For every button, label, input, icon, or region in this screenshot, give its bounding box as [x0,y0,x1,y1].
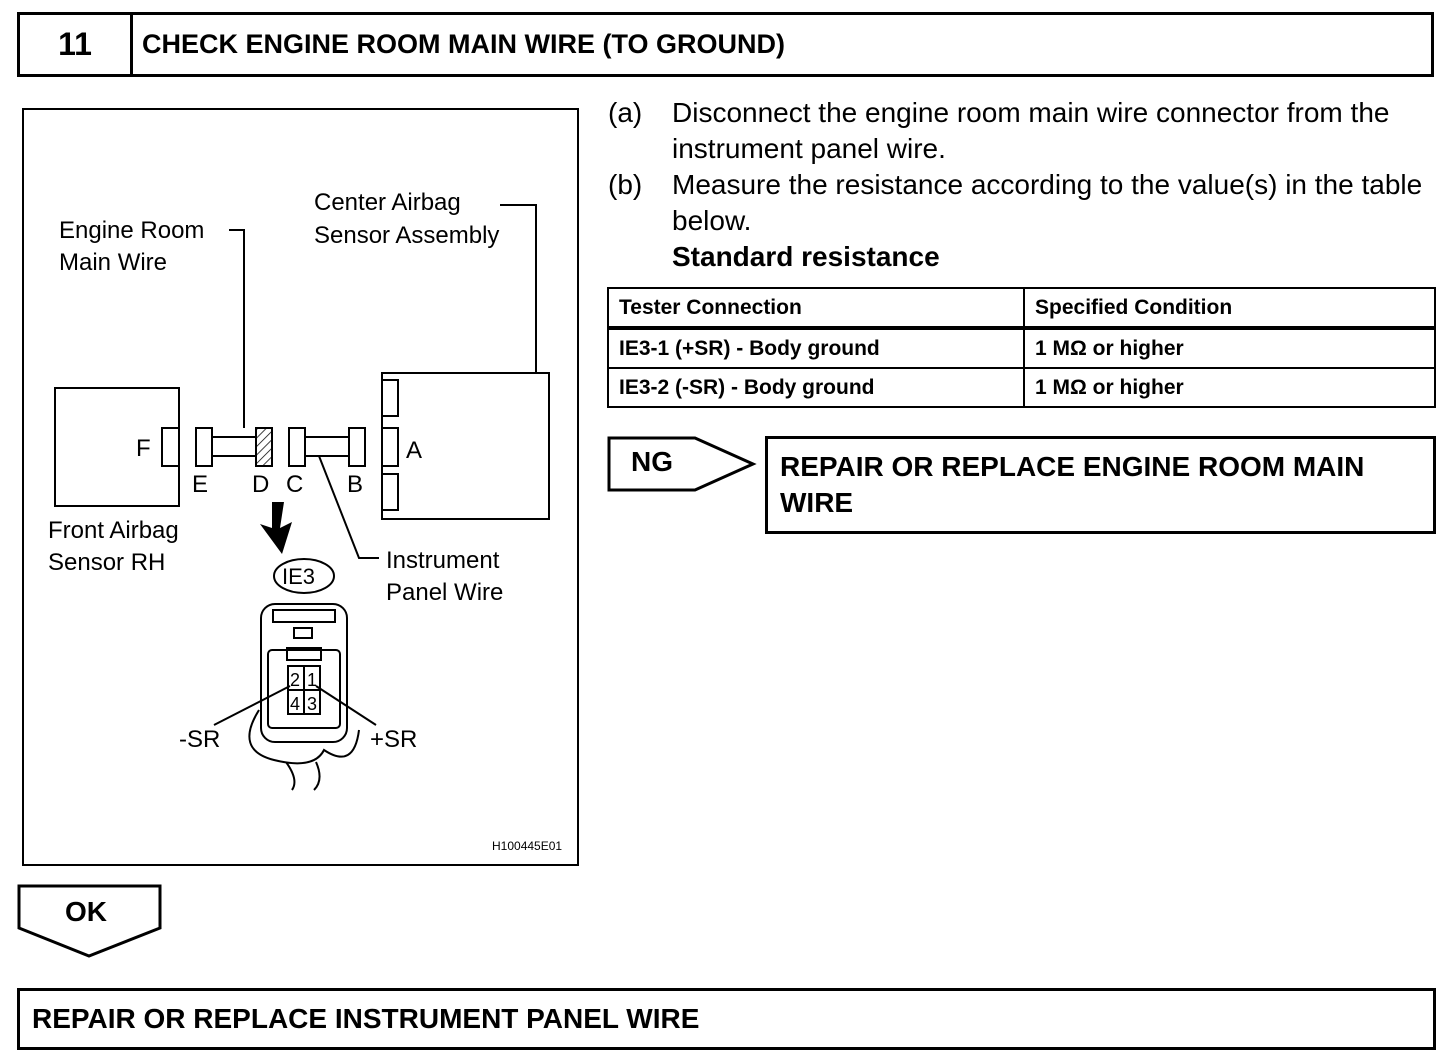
connector-a [381,427,399,467]
connector-c [288,427,306,467]
step-header: 11 CHECK ENGINE ROOM MAIN WIRE (TO GROUN… [17,12,1434,77]
label-minus-sr: -SR [179,726,220,753]
pin-1: 1 [307,670,317,690]
ok-arrow: OK [17,884,163,958]
table-header: Specified Condition [1023,287,1436,330]
label-conn-e: E [192,471,208,498]
label-instrument-panel-1: Instrument [386,547,500,574]
label-conn-a: A [406,437,422,464]
label-center-airbag-2: Sensor Assembly [314,222,499,249]
connector-d [255,427,273,467]
ng-arrow: NG [607,436,757,492]
table-row: IE3-1 (+SR) - Body ground 1 MΩ or higher [607,327,1436,369]
label-engine-room-1: Engine Room [59,217,204,244]
connector-f [161,427,180,467]
label-front-airbag-2: Sensor RH [48,549,165,576]
label-plus-sr: +SR [370,726,417,753]
instruction-b-label: (b) [608,169,643,200]
label-front-airbag-1: Front Airbag [48,517,179,544]
spec-table: Tester Connection Specified Condition IE… [607,287,1436,408]
label-conn-c: C [286,471,303,498]
label-conn-d: D [252,471,269,498]
instruction-a-label: (a) [608,97,643,128]
table-cell: IE3-1 (+SR) - Body ground [607,327,1025,369]
table-row: IE3-2 (-SR) - Body ground 1 MΩ or higher [607,367,1436,408]
step-number: 11 [20,15,133,74]
pin-4: 4 [290,694,300,714]
table-header-row: Tester Connection Specified Condition [607,287,1436,330]
instruction-b-text: Measure the resistance according to the … [672,169,1423,236]
instruction-a-text: Disconnect the engine room main wire con… [672,97,1390,164]
wiring-diagram: Engine Room Main Wire Center Airbag Sens… [22,108,579,866]
step-title: CHECK ENGINE ROOM MAIN WIRE (TO GROUND) [142,29,785,59]
connector-a-upper [381,379,399,417]
table-cell: 1 MΩ or higher [1023,327,1436,369]
ok-label: OK [65,896,107,927]
figure-code: H100445E01 [492,839,562,853]
ng-arrow-icon [607,436,757,492]
pin-2: 2 [290,670,300,690]
label-conn-f: F [136,435,151,462]
pin-3: 3 [307,694,317,714]
connector-b [348,427,366,467]
wiring-diagram-svg: Engine Room Main Wire Center Airbag Sens… [48,189,562,853]
front-airbag-sensor-box [54,387,180,507]
connector-e [195,427,213,467]
ng-label: NG [631,446,673,477]
table-cell: 1 MΩ or higher [1023,367,1436,408]
ok-result-box: REPAIR OR REPLACE INSTRUMENT PANEL WIRE [17,988,1436,1050]
label-conn-b: B [347,471,363,498]
ok-arrow-icon [17,884,162,958]
table-cell: IE3-2 (-SR) - Body ground [607,367,1025,408]
connector-a-lower [381,473,399,511]
label-instrument-panel-2: Panel Wire [386,579,503,606]
instruction-b: (b) Measure the resistance according to … [608,167,1438,239]
table-header: Tester Connection [607,287,1025,330]
label-connector-id: IE3 [282,564,315,589]
label-engine-room-2: Main Wire [59,249,167,276]
arrow-down-icon [260,502,292,554]
standard-heading: Standard resistance [672,241,940,272]
label-center-airbag-1: Center Airbag [314,189,461,216]
ng-result-box: REPAIR OR REPLACE ENGINE ROOM MAIN WIRE [765,436,1436,534]
instruction-a: (a) Disconnect the engine room main wire… [608,95,1438,167]
